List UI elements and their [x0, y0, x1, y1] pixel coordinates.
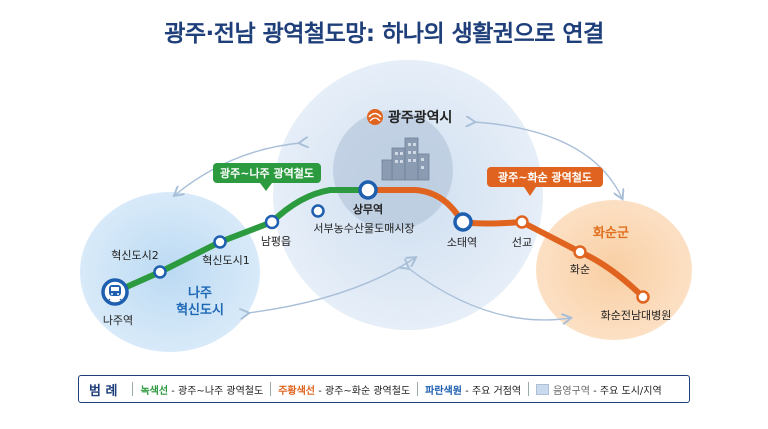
svg-text:광주~화순 광역철도: 광주~화순 광역철도 — [498, 170, 592, 184]
naju-line-badge: 광주~나주 광역철도 — [213, 163, 321, 191]
naju-region-label: 나주 — [188, 285, 212, 301]
station-market[interactable] — [311, 204, 325, 218]
station-label: 남평읍 — [261, 235, 291, 248]
naju-region-area — [80, 192, 260, 352]
station-label: 상무역 — [353, 202, 383, 216]
station-naju[interactable] — [101, 278, 129, 306]
station-hospital[interactable] — [636, 290, 650, 304]
legend-orange-desc: - 광주~화순 광역철도 — [318, 385, 411, 397]
station-label: 화순전남대병원 — [601, 309, 672, 322]
page-title: 광주·전남 광역철도망: 하나의 생활권으로 연결 — [164, 21, 604, 47]
station-sangmu[interactable] — [358, 180, 378, 200]
connector-arrow — [408, 268, 570, 320]
connector-arrow — [175, 143, 300, 195]
station-label: 화순 — [570, 263, 590, 276]
station-label: 나주역 — [103, 314, 133, 327]
gwangju-emblem-icon — [367, 109, 383, 125]
station-label: 소태역 — [447, 236, 477, 249]
legend: 범 례 녹색선 - 광주~나주 광역철도 주황색선 - 광주~화순 광역철도 파… — [78, 375, 690, 403]
legend-green-name: 녹색선 — [140, 385, 169, 397]
hwasun-line-badge: 광주~화순 광역철도 — [487, 167, 603, 196]
legend-shade-desc: - 주요 도시/지역 — [593, 385, 662, 397]
legend-orange-name: 주황색선 — [278, 385, 316, 397]
legend-green-desc: - 광주~나주 광역철도 — [171, 385, 264, 397]
station-hyeoksin2[interactable] — [153, 265, 167, 279]
station-label: 선교 — [512, 236, 532, 249]
station-label: 혁신도시1 — [202, 254, 249, 267]
train-icon — [107, 285, 123, 302]
legend-shade-swatch — [536, 383, 550, 395]
legend-title: 범 례 — [89, 383, 118, 399]
station-sotae[interactable] — [453, 212, 473, 232]
connector-arrow — [474, 122, 622, 198]
naju-region-label-2: 혁신도시 — [176, 302, 224, 318]
legend-shade-name: 음영구역 — [553, 385, 590, 397]
station-label: 서부농수산물도매시장 — [313, 222, 414, 235]
station-label: 혁신도시2 — [111, 249, 158, 262]
station-nampyeong[interactable] — [264, 214, 280, 230]
hwasun-rail-line — [365, 187, 646, 300]
hwasun-region-label: 화순군 — [593, 225, 629, 241]
legend-blue-name: 파란색원 — [425, 385, 462, 397]
svg-text:광주~나주 광역철도: 광주~나주 광역철도 — [220, 166, 314, 180]
naju-rail-line — [112, 187, 371, 295]
legend-blue-desc: - 주요 거점역 — [465, 385, 522, 397]
gwangju-region-label: 광주광역시 — [388, 109, 452, 126]
station-hwasun[interactable] — [573, 245, 587, 259]
station-hyeoksin1[interactable] — [213, 235, 227, 249]
station-seongyo[interactable] — [515, 215, 529, 229]
